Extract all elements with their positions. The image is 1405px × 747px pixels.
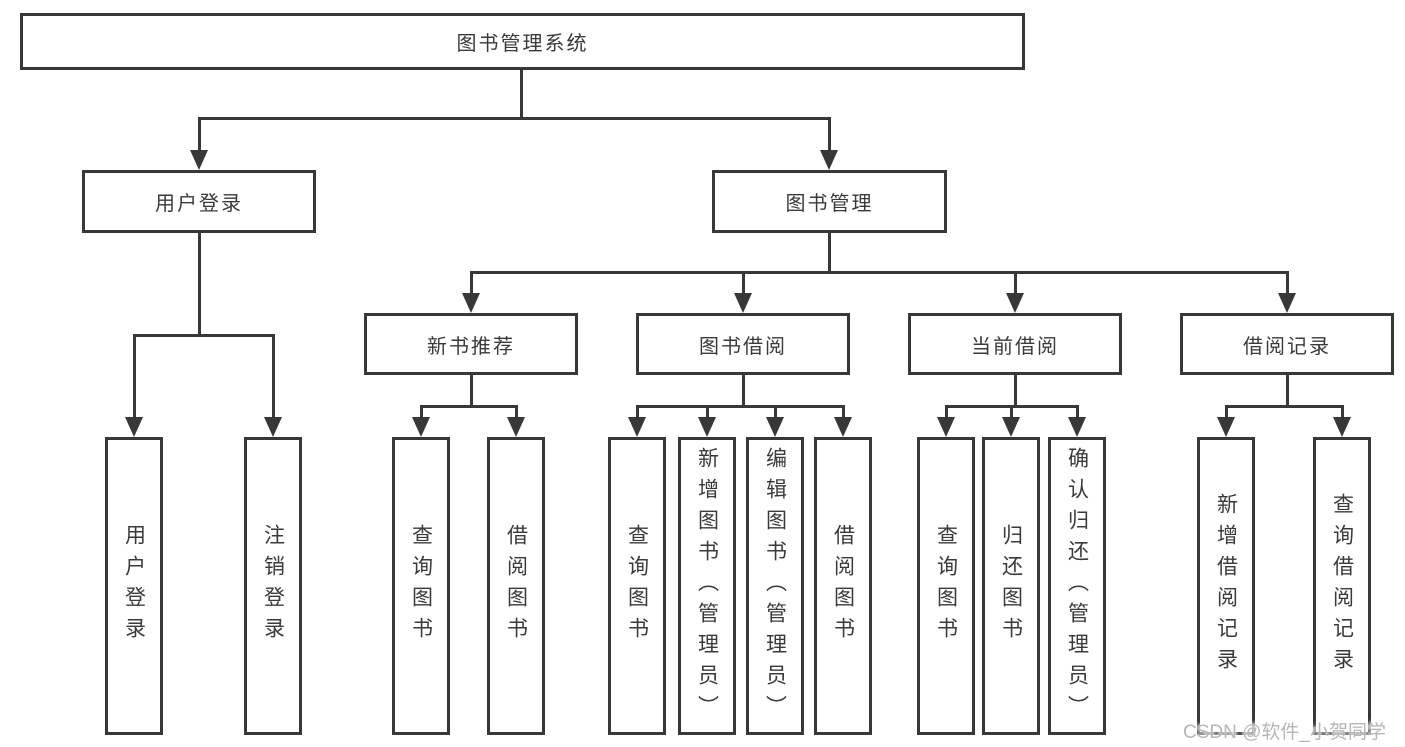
connector-line	[272, 334, 275, 419]
leaf-query-books-recommend: 查询图书	[392, 437, 450, 735]
arrowhead	[937, 417, 955, 437]
node-label: 新增借阅记录	[1214, 493, 1238, 679]
leaf-add-book-admin: 新增图书（管理员）	[678, 437, 736, 735]
connector-line	[842, 405, 845, 419]
arrowhead	[507, 417, 525, 437]
connector-line	[1286, 271, 1289, 296]
node-label: 新书推荐	[427, 335, 515, 358]
node-label: 用户登录	[155, 193, 243, 215]
arrowhead	[628, 417, 646, 437]
arrowhead	[1068, 417, 1086, 437]
connector-line	[774, 405, 777, 419]
connector-line	[742, 271, 745, 296]
connector-line	[945, 405, 948, 419]
leaf-borrow-books-recommend: 借阅图书	[487, 437, 545, 735]
connector-line	[706, 405, 709, 419]
arrowhead	[1002, 417, 1020, 437]
leaf-user-login: 用户登录	[105, 437, 163, 735]
node-label: 借阅记录	[1243, 335, 1331, 358]
node-book-borrow: 图书借阅	[636, 313, 850, 375]
arrowhead	[698, 417, 716, 437]
connector-line	[1014, 375, 1017, 408]
leaf-query-borrow-record: 查询借阅记录	[1313, 437, 1371, 735]
node-root-library-system: 图书管理系统	[20, 13, 1025, 70]
connector-line	[133, 334, 275, 337]
connector-line	[420, 405, 423, 419]
connector-line	[420, 405, 516, 408]
connector-line	[198, 117, 201, 153]
node-label: 归还图书	[999, 524, 1023, 648]
connector-line	[515, 405, 518, 419]
node-label: 图书借阅	[699, 335, 787, 358]
node-label: 查询图书	[934, 524, 958, 648]
node-label: 借阅图书	[504, 524, 528, 648]
csdn-watermark: CSDN @软件_小贺同学	[1183, 722, 1386, 743]
connector-line	[520, 70, 523, 119]
connector-line	[133, 334, 136, 419]
arrowhead	[125, 417, 143, 437]
node-label: 确认归还（管理员）	[1065, 446, 1089, 726]
node-borrow-record: 借阅记录	[1180, 313, 1394, 375]
arrowhead	[462, 293, 480, 313]
node-label: 编辑图书（管理员）	[763, 446, 787, 726]
node-label: 查询图书	[625, 524, 649, 648]
node-user-login: 用户登录	[82, 170, 316, 233]
connector-line	[198, 117, 831, 120]
node-label: 新增图书（管理员）	[695, 446, 719, 726]
arrowhead	[1333, 417, 1351, 437]
node-label: 当前借阅	[971, 335, 1059, 358]
node-new-book-recommend: 新书推荐	[364, 313, 578, 375]
connector-line	[828, 117, 831, 153]
connector-line	[1014, 271, 1017, 296]
connector-line	[1076, 405, 1079, 419]
leaf-query-books-current: 查询图书	[917, 437, 975, 735]
connector-line	[470, 375, 473, 408]
node-label: 用户登录	[122, 524, 146, 648]
node-label: 查询借阅记录	[1330, 493, 1354, 679]
node-label: 注销登录	[261, 524, 285, 648]
arrowhead	[264, 417, 282, 437]
arrowhead	[190, 150, 208, 170]
arrowhead	[1278, 293, 1296, 313]
connector-line	[1225, 405, 1344, 408]
node-label: 图书管理系统	[456, 33, 589, 55]
node-label: 查询图书	[409, 524, 433, 648]
connector-line	[198, 233, 201, 336]
arrowhead	[1006, 293, 1024, 313]
connector-line	[636, 405, 845, 408]
leaf-edit-book-admin: 编辑图书（管理员）	[746, 437, 804, 735]
connector-line	[1225, 405, 1228, 419]
connector-line	[1010, 405, 1013, 419]
arrowhead	[834, 417, 852, 437]
connector-line	[828, 233, 831, 273]
connector-line	[1286, 375, 1289, 408]
connector-line	[470, 271, 1288, 274]
arrowhead	[734, 293, 752, 313]
node-book-management: 图书管理	[712, 170, 947, 233]
arrowhead	[412, 417, 430, 437]
leaf-return-books: 归还图书	[982, 437, 1040, 735]
node-label: 借阅图书	[831, 524, 855, 648]
node-label: 图书管理	[785, 193, 874, 215]
leaf-logout: 注销登录	[244, 437, 302, 735]
leaf-add-borrow-record: 新增借阅记录	[1197, 437, 1255, 735]
arrowhead	[820, 150, 838, 170]
connector-line	[636, 405, 639, 419]
connector-line	[1341, 405, 1344, 419]
connector-line	[742, 375, 745, 408]
leaf-borrow-books: 借阅图书	[814, 437, 872, 735]
arrowhead	[766, 417, 784, 437]
connector-line	[470, 271, 473, 296]
arrowhead	[1217, 417, 1235, 437]
leaf-confirm-return-admin: 确认归还（管理员）	[1048, 437, 1106, 735]
leaf-query-books-borrow: 查询图书	[608, 437, 666, 735]
node-current-borrow: 当前借阅	[908, 313, 1122, 375]
